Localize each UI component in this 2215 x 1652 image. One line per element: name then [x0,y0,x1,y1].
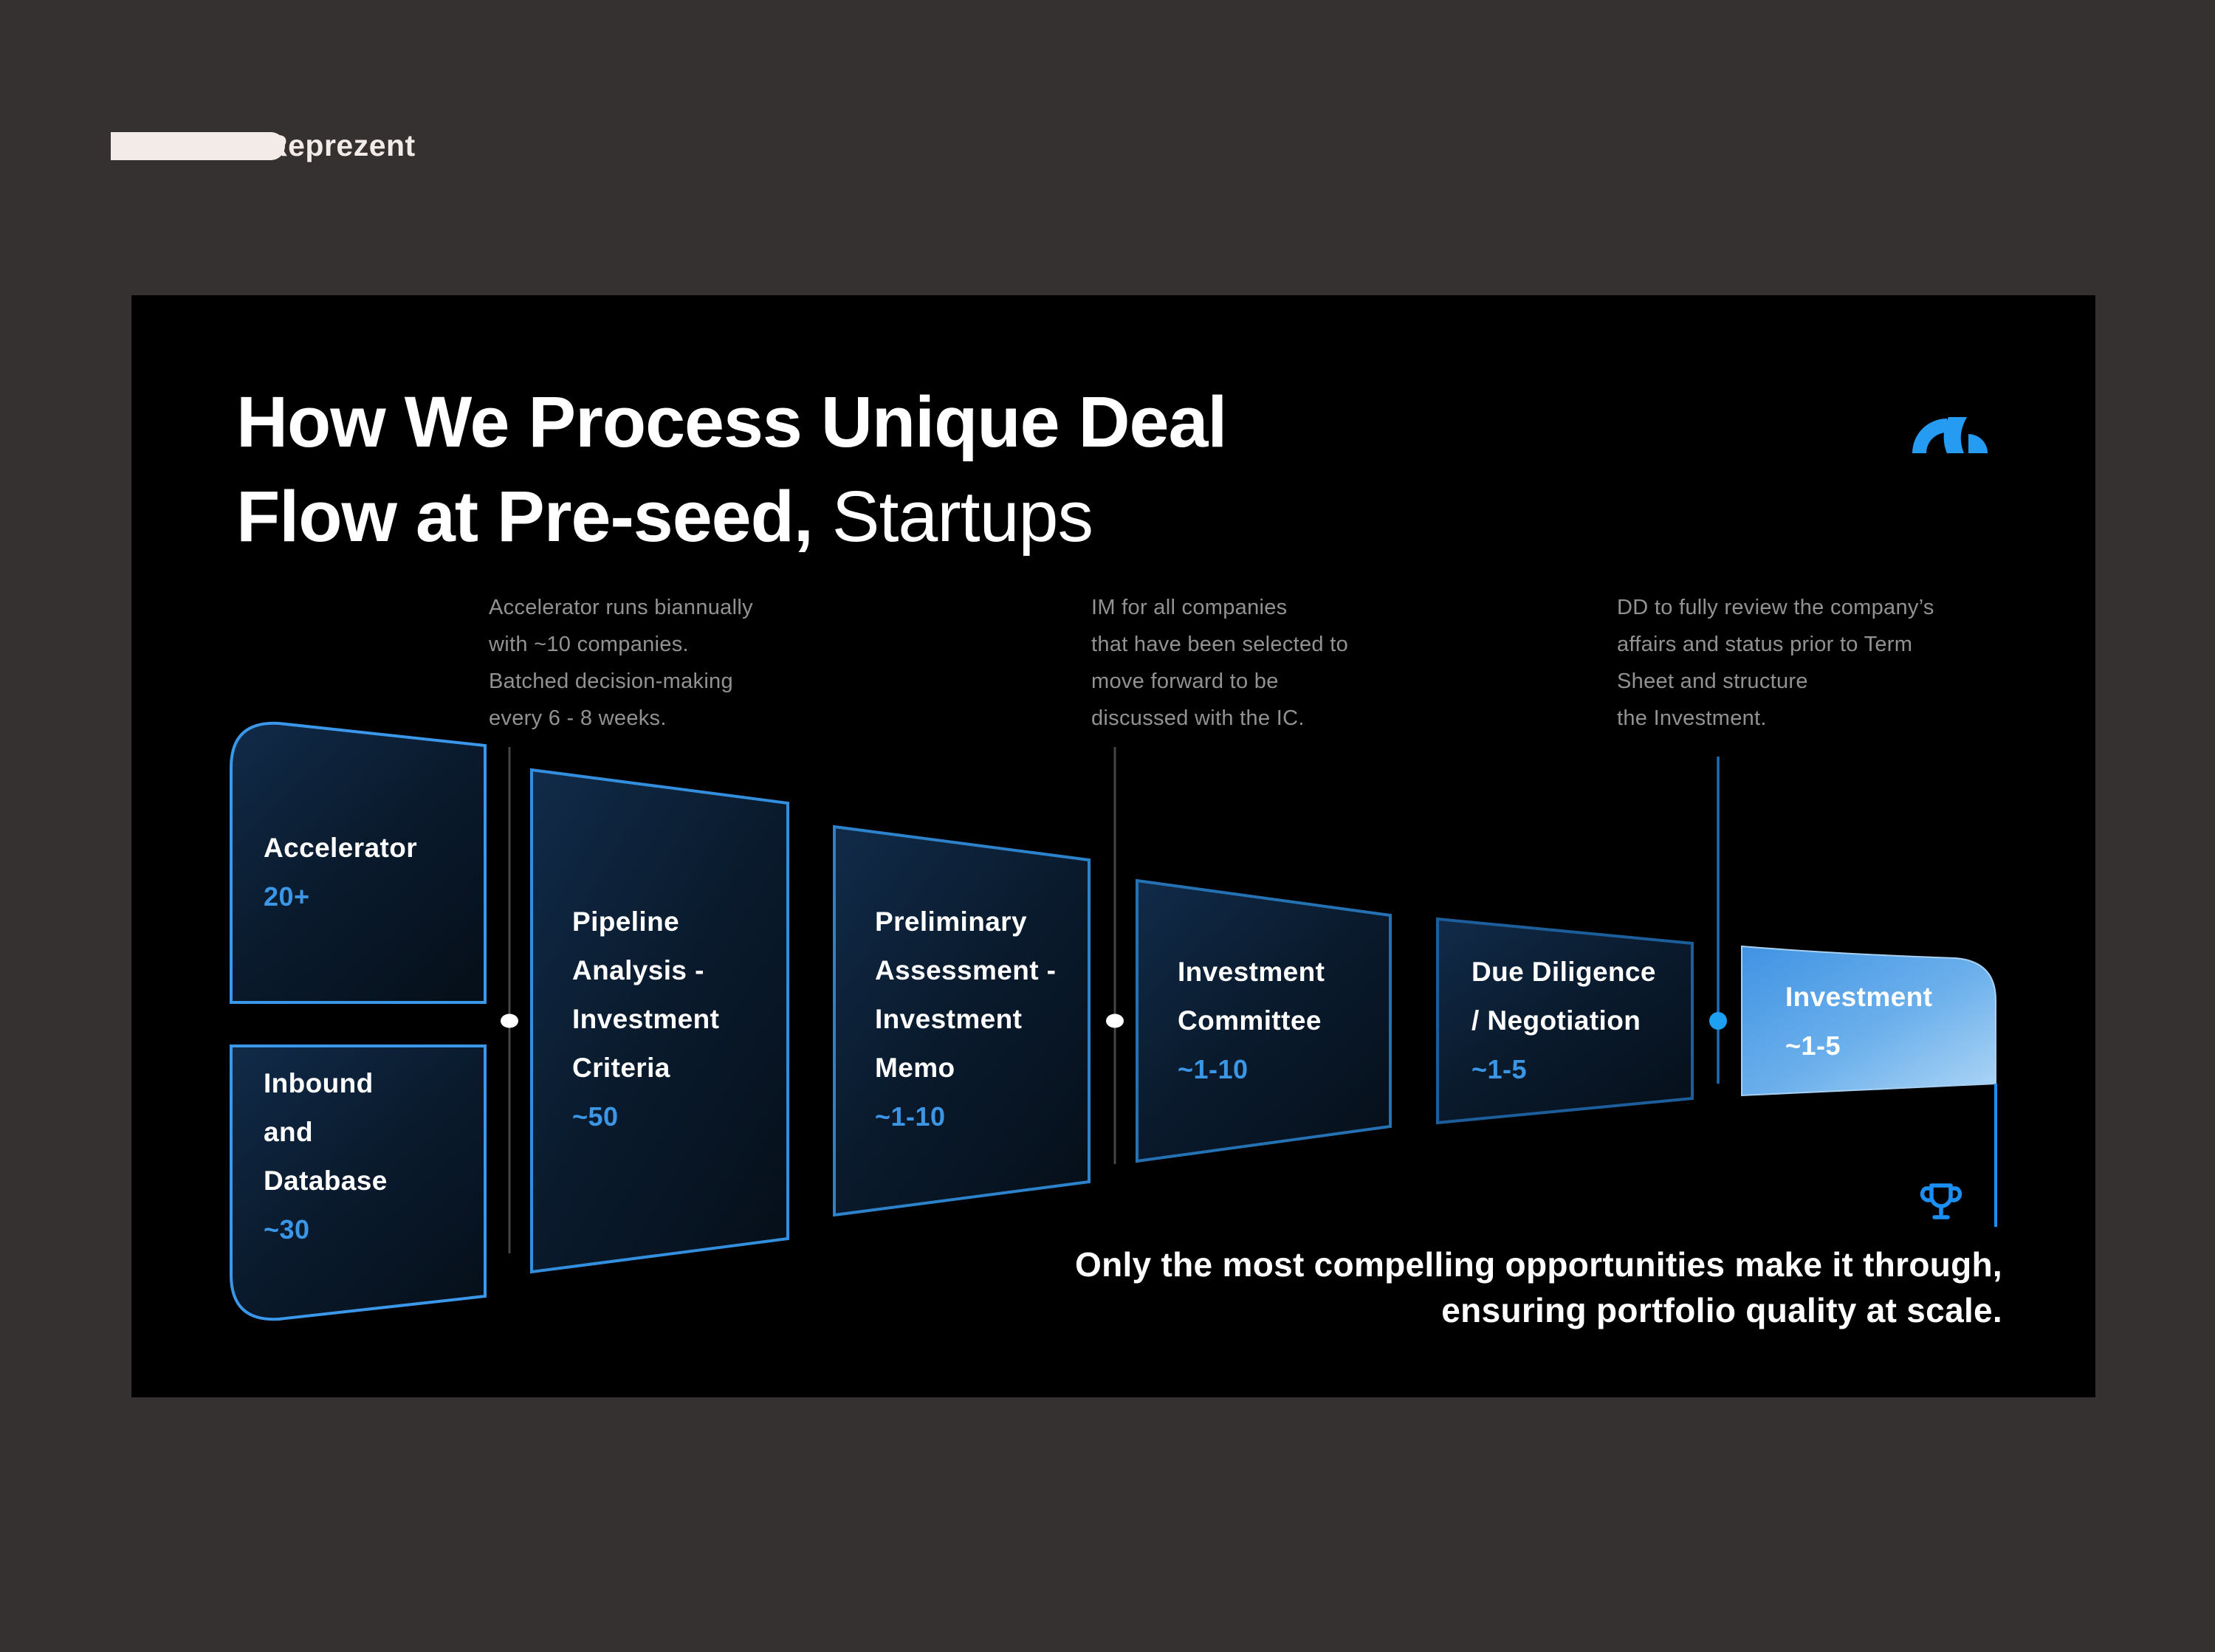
stage-count-investment: ~1-5 [1785,1030,1841,1061]
funnel-diagram [230,721,1997,1321]
axis-dot-2 [1106,1013,1124,1028]
note-line: with ~10 companies. [489,633,689,656]
title-line-2-bold: Flow at Pre-seed, [236,476,814,557]
axis-dot-3 [1709,1012,1727,1030]
stage-label-pipeline-analysis: Pipeline Analysis - Investment Criteria [572,898,719,1092]
stage-count-inbound-database: ~30 [264,1214,310,1245]
slide: How We Process Unique Deal Flow at Pre-s… [131,295,2095,1397]
stage-label-line: Committee [1178,1005,1322,1036]
stage-label-preliminary-assessment: Preliminary Assessment - Investment Memo [875,898,1056,1092]
note-line: move forward to be [1091,670,1279,693]
note-line: the Investment. [1617,706,1767,730]
trophy-icon [1920,1183,1962,1219]
stage-label-line: Preliminary [875,906,1027,937]
stage-shape-accelerator [230,721,487,1004]
stage-label-line: Database [264,1166,388,1196]
stage-count-investment-committee: ~1-10 [1178,1054,1249,1084]
stage-label-line: Due Diligence [1471,957,1656,987]
stage-label-investment: Investment [1785,973,1932,1022]
stage-label-line: / Negotiation [1471,1005,1641,1036]
stage-label-line: Accelerator [264,833,418,863]
footnote: Only the most compelling opportunities m… [1075,1242,2002,1333]
brand-wordmark: Reprezent [266,128,416,162]
stage-label-line: Investment [1178,957,1325,987]
note-line: discussed with the IC. [1091,706,1305,730]
stage-label-line: Investment [875,1004,1023,1034]
note-line: affairs and status prior to Term [1617,633,1913,656]
stage-label-inbound-database: Inbound and Database [264,1059,388,1205]
stage-count-due-diligence: ~1-5 [1471,1054,1528,1084]
stage-count-pipeline-analysis: ~50 [572,1101,619,1132]
stage-shape-inbound-database [230,1044,487,1321]
stage-label-line: Memo [875,1053,955,1083]
stage-count-accelerator: 20+ [264,881,310,912]
stage-label-line: Assessment - [875,955,1057,985]
stage-shape-investment [1741,945,1996,1097]
stage-label-line: Criteria [572,1053,670,1083]
note-line: every 6 - 8 weeks. [489,706,667,730]
brand-redaction-bar [111,132,285,160]
stage-label-line: Investment [572,1004,720,1034]
note-line: Sheet and structure [1617,670,1808,693]
footnote-line-2: ensuring portfolio quality at scale. [1441,1291,2002,1329]
note-line: that have been selected to [1091,633,1348,656]
note-accelerator: Accelerator runs biannually with ~10 com… [489,589,836,737]
note-line: Accelerator runs biannually [489,596,753,619]
note-due-diligence: DD to fully review the company’s affairs… [1617,589,1964,737]
footnote-line-1: Only the most compelling opportunities m… [1074,1245,2002,1284]
title-line-1: How We Process Unique Deal [236,382,1227,462]
stage-shape-due-diligence [1436,917,1694,1125]
stage-label-line: Analysis - [572,955,704,985]
title-line-2-light: Startups [812,476,1093,557]
stage-shape-preliminary-assessment [833,825,1091,1217]
stage-label-due-diligence: Due Diligence / Negotiation [1471,948,1656,1045]
stage-count-preliminary-assessment: ~1-10 [875,1101,946,1132]
note-line: Batched decision-making [489,670,733,693]
page-title: How We Process Unique Deal Flow at Pre-s… [236,375,1227,564]
stage-label-investment-committee: Investment Committee [1178,948,1325,1045]
note-line: DD to fully review the company’s [1617,596,1934,619]
m-mark-icon [1912,417,1988,453]
stage-label-line: Investment [1785,982,1933,1012]
stage-label-accelerator: Accelerator [264,824,417,873]
stage-label-line: and [264,1117,313,1147]
note-investment-memo: IM for all companies that have been sele… [1091,589,1438,737]
stage-shape-pipeline-analysis [530,768,789,1274]
axis-dot-1 [501,1013,518,1028]
stage-label-line: Inbound [264,1068,374,1098]
note-line: IM for all companies [1091,596,1288,619]
stage-label-line: Pipeline [572,906,680,937]
stage-shape-investment-committee [1136,878,1392,1163]
